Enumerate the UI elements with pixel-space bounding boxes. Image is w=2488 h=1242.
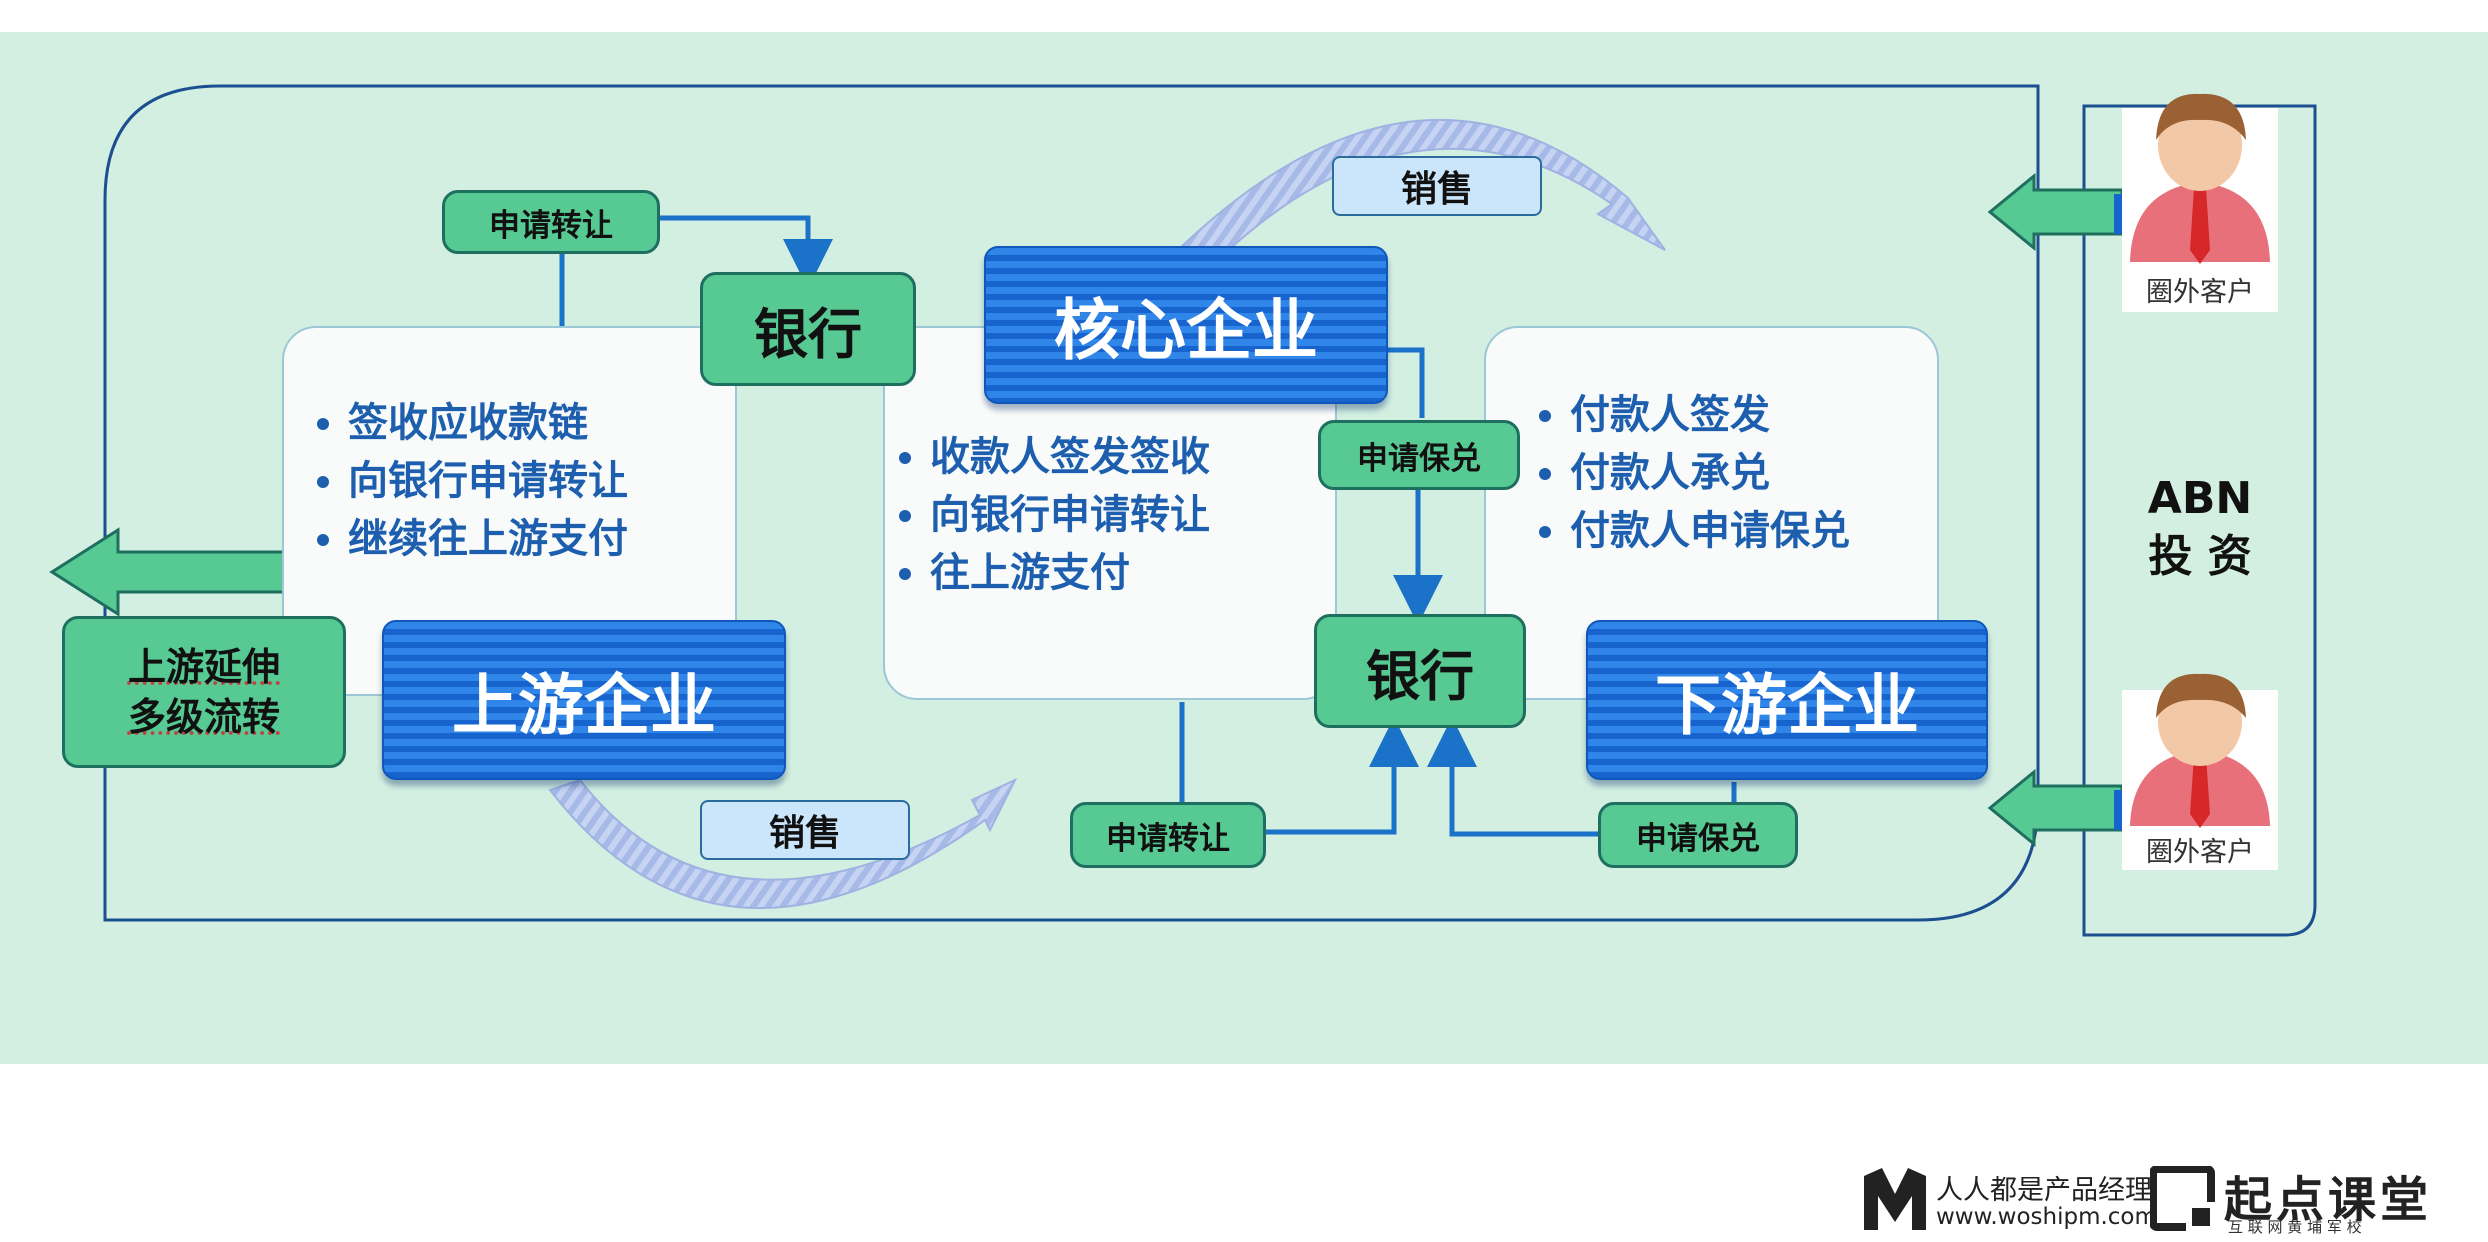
center-bullet-1: 收款人签发签收 — [930, 428, 1210, 486]
outer-frame — [103, 84, 2040, 922]
qidian-logo — [2149, 1165, 2216, 1232]
abn-frame — [2082, 104, 2317, 937]
left-bullet-3: 继续往上游支付 — [348, 510, 628, 568]
abn-line-1: ABN — [2147, 473, 2253, 524]
woshipm-mark-icon — [1864, 1168, 1926, 1230]
left-bullet-1: 签收应收款链 — [348, 394, 628, 452]
woshipm-url: www.woshipm.com — [1936, 1204, 2157, 1230]
footer-logos: 人人都是产品经理 www.woshipm.com 起点课堂 互 联 网 黄 埔 … — [1860, 1164, 2470, 1236]
abn-investment-label: ABN 投 资 — [2110, 470, 2290, 586]
left-bullet-2: 向银行申请转让 — [348, 452, 628, 510]
customer-label-bottom: 圈外客户 — [2146, 837, 2254, 868]
sale-label-top: 销售 — [1332, 156, 1542, 216]
apply-transfer-top: 申请转让 — [442, 190, 660, 254]
right-bullet-2: 付款人承兑 — [1570, 444, 1850, 502]
core-enterprise-box: 核心企业 — [984, 246, 1388, 404]
qidian-tagline: 互 联 网 黄 埔 军 校 — [2228, 1218, 2362, 1236]
customer-label-top: 圈外客户 — [2146, 277, 2254, 308]
customer-arrow-bottom — [1987, 768, 2124, 848]
qidian-mark-icon — [2149, 1165, 2216, 1232]
right-bullet-3: 付款人申请保兑 — [1570, 502, 1850, 560]
customer-avatar-bottom — [2122, 673, 2278, 870]
qidian-name: 起点课堂 — [2224, 1172, 2433, 1228]
bank-box-middle: 银行 — [1314, 614, 1526, 728]
bank-box-top: 银行 — [700, 272, 916, 386]
right-bullet-list: 付款人签发 付款人承兑 付款人申请保兑 — [1534, 386, 1850, 560]
upstream-extension-box: 上游延伸 多级流转 — [62, 616, 346, 768]
apply-guarantee-middle: 申请保兑 — [1318, 420, 1520, 490]
sale-label-bottom: 销售 — [700, 800, 910, 860]
right-bullet-1: 付款人签发 — [1570, 386, 1850, 444]
apply-transfer-bottom: 申请转让 — [1070, 802, 1266, 868]
woshipm-logo — [1860, 1164, 1930, 1234]
center-bullet-list: 收款人签发签收 向银行申请转让 往上游支付 — [894, 428, 1210, 602]
center-bullet-3: 往上游支付 — [930, 544, 1210, 602]
upstream-enterprise-box: 上游企业 — [382, 620, 786, 780]
left-bullet-list: 签收应收款链 向银行申请转让 继续往上游支付 — [312, 394, 628, 568]
left-exit-arrow — [49, 527, 302, 617]
sale-arrow-bottom — [548, 777, 1018, 910]
customer-avatar-top — [2122, 93, 2278, 312]
downstream-enterprise-box: 下游企业 — [1586, 620, 1988, 780]
customer-arrow-top — [1987, 172, 2124, 252]
center-bullet-2: 向银行申请转让 — [930, 486, 1210, 544]
woshipm-name: 人人都是产品经理 — [1936, 1175, 2152, 1206]
abn-line-2: 投 资 — [2148, 531, 2252, 582]
apply-guarantee-bottom: 申请保兑 — [1598, 802, 1798, 868]
